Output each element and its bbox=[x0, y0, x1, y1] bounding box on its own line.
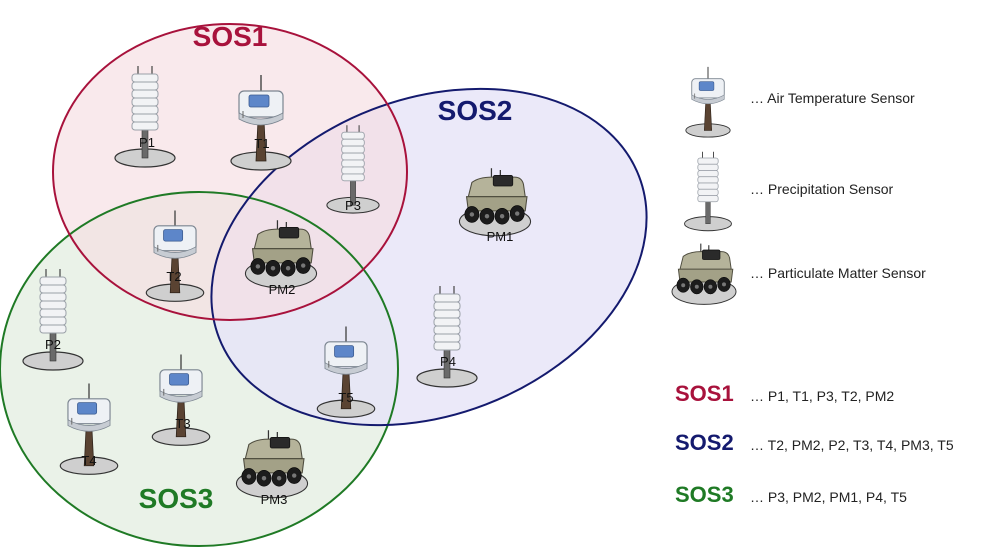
node-label-p3: P3 bbox=[345, 198, 361, 213]
membership-members-sos3: … P3, PM2, PM1, P4, T5 bbox=[750, 489, 907, 505]
membership-members-sos2: … T2, PM2, P2, T3, T4, PM3, T5 bbox=[750, 437, 954, 453]
precipitation-sensor-icon bbox=[683, 151, 733, 232]
membership-label-sos2: SOS2 bbox=[675, 430, 734, 455]
air-temperature-sensor-icon bbox=[685, 66, 731, 138]
sos1-outline bbox=[52, 23, 408, 321]
membership-label-sos3: SOS3 bbox=[675, 482, 734, 507]
sos1-title: SOS1 bbox=[193, 21, 268, 52]
node-label-t5: T5 bbox=[338, 390, 353, 405]
sos2-title: SOS2 bbox=[438, 95, 513, 126]
set-outlines bbox=[0, 23, 648, 547]
node-label-t2: T2 bbox=[166, 269, 181, 284]
membership-members-sos1: … P1, T1, P3, T2, PM2 bbox=[750, 388, 895, 404]
membership-row-sos1: SOS1 … P1, T1, P3, T2, PM2 bbox=[675, 381, 894, 407]
node-label-pm3: PM3 bbox=[261, 492, 288, 507]
membership-row-sos2: SOS2 … T2, PM2, P2, T3, T4, PM3, T5 bbox=[675, 430, 954, 456]
membership-label-sos1: SOS1 bbox=[675, 381, 734, 406]
node-label-p4: P4 bbox=[440, 354, 456, 369]
sos3-title: SOS3 bbox=[139, 483, 214, 514]
node-label-t3: T3 bbox=[175, 416, 190, 431]
node-label-t4: T4 bbox=[81, 453, 96, 468]
legend-precipitation: … Precipitation Sensor bbox=[750, 181, 894, 197]
membership-row-sos3: SOS3 … P3, PM2, PM1, P4, T5 bbox=[675, 482, 907, 508]
node-label-p2: P2 bbox=[45, 337, 61, 352]
particulate-matter-sensor-icon bbox=[671, 242, 737, 306]
legend-particulate-matter: … Particulate Matter Sensor bbox=[750, 265, 926, 281]
node-label-pm2: PM2 bbox=[269, 282, 296, 297]
sos2-outline bbox=[210, 87, 648, 427]
legend-air-temperature: … Air Temperature Sensor bbox=[750, 90, 915, 106]
sos3-outline bbox=[0, 191, 399, 547]
node-label-t1: T1 bbox=[254, 136, 269, 151]
node-label-p1: P1 bbox=[139, 135, 155, 150]
node-label-pm1: PM1 bbox=[487, 229, 514, 244]
